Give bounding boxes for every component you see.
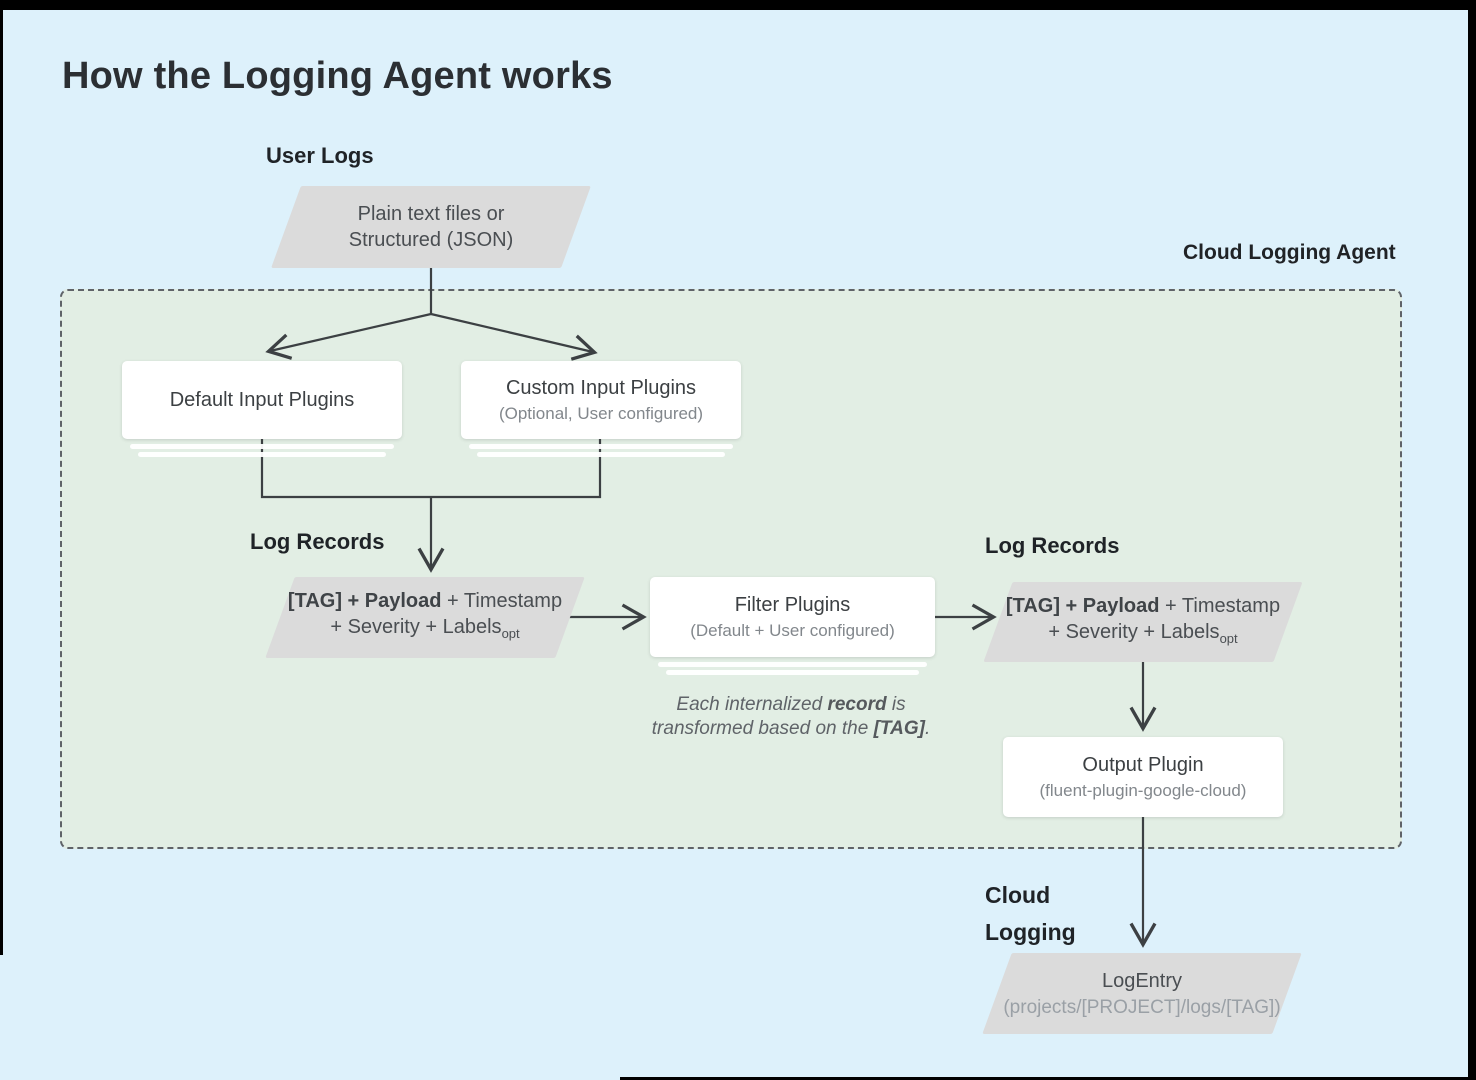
stack-bar [658,662,927,667]
stack-bar [138,452,386,457]
log-records-label-right: Log Records [985,533,1120,558]
stack-bar [469,444,733,449]
user-input-parallelogram: Plain text files or Structured (JSON) [271,186,591,268]
stack-bar [477,452,725,457]
screen-edge-top [0,0,1476,10]
log-record-parallelogram-right: [TAG] + Payload + Timestamp + Severity +… [983,582,1303,662]
page-title: How the Logging Agent works [62,55,613,97]
transform-note: Each internalized record is transformed … [651,694,931,739]
custom-input-plugins-node: Custom Input Plugins (Optional, User con… [461,361,741,439]
cloud-logging-agent-label: Cloud Logging Agent [1183,241,1396,264]
stack-bar [130,444,394,449]
stack-bar [666,670,919,675]
screen-edge-right [1468,0,1476,1080]
user-logs-label: User Logs [266,143,374,168]
output-plugin-node: Output Plugin (fluent-plugin-google-clou… [1003,737,1283,817]
log-records-label-left: Log Records [250,529,385,554]
screen-edge-left [0,0,3,955]
screen-edge-bottom [620,1077,1476,1080]
default-input-plugins-node: Default Input Plugins [122,361,402,439]
log-record-parallelogram-left: [TAG] + Payload + Timestamp + Severity +… [265,577,585,658]
cloud-logging-label: Cloud Logging [985,882,1076,945]
log-entry-parallelogram: LogEntry (projects/[PROJECT]/logs/[TAG]) [982,953,1302,1034]
filter-plugins-node: Filter Plugins (Default + User configure… [650,577,935,657]
